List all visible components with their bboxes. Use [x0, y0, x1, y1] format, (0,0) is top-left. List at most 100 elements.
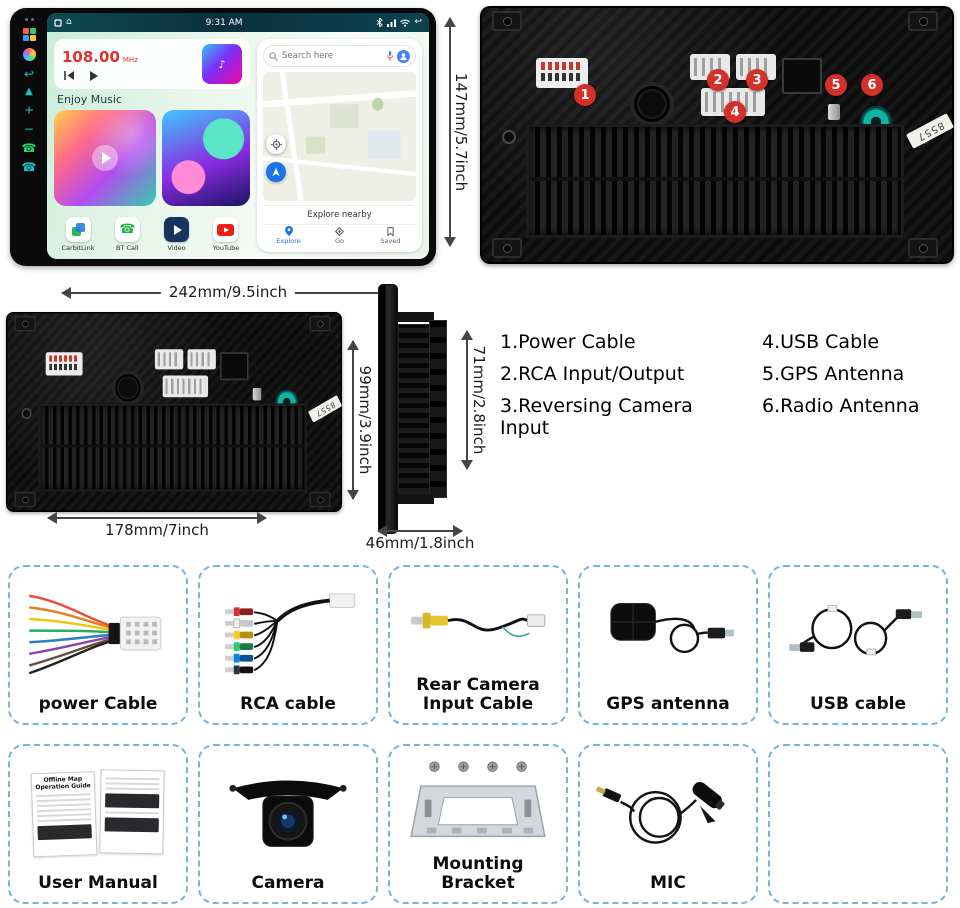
usb-connector [162, 375, 209, 398]
manual-screenshot [37, 824, 92, 841]
map-search-bar[interactable]: Search here [263, 45, 416, 67]
home-icon[interactable]: ⌂ [66, 17, 72, 27]
heatsink-fins [38, 403, 307, 492]
manual-title: Offline Map Operation Guide [35, 775, 91, 792]
head-unit-rear-view: 8557 1 2 3 4 5 6 [480, 6, 955, 264]
bt-call-icon: ☎ [114, 217, 140, 242]
legend-item-5: 5.GPS Antenna [762, 363, 905, 385]
locate-button[interactable] [266, 134, 286, 154]
manual-page [99, 769, 165, 855]
dim-label-front-width: 242mm/9.5inch [160, 283, 296, 301]
now-playing-label: Enjoy Music [57, 93, 123, 106]
map-graphic [263, 72, 416, 201]
bluetooth-icon [377, 18, 384, 27]
dim-line-side-depth [377, 525, 463, 537]
bt-phone-icon[interactable]: ☎ [21, 160, 37, 174]
play-button[interactable] [91, 145, 118, 171]
legend-item-4: 4.USB Cable [762, 331, 880, 353]
side-hook [398, 312, 434, 322]
status-left-icons: ⌂ [54, 18, 72, 27]
empty-slot [774, 752, 942, 894]
album-art-tile[interactable] [161, 110, 250, 206]
target-icon [270, 138, 282, 150]
accessory-card-mounting-bracket: Mounting Bracket [388, 744, 568, 904]
play-icon[interactable] [89, 70, 98, 81]
app-bt-call[interactable]: ☎ BT Call [104, 217, 150, 252]
phone-icon[interactable]: ☎ [21, 141, 37, 155]
mounting-tab [908, 238, 938, 258]
legend-item-1: 1.Power Cable [500, 331, 636, 353]
wifi-icon [400, 19, 411, 27]
callout-legend: 1.Power Cable 2.RCA Input/Output 3.Rever… [500, 331, 919, 439]
accessory-card-rear-camera-cable: Rear Camera Input Cable [388, 565, 568, 725]
rca-connector [154, 349, 184, 370]
gallery-icon[interactable] [22, 48, 36, 61]
tab-explore[interactable]: Explore [263, 225, 314, 246]
head-unit-side-view [374, 284, 458, 534]
callout-6: 6 [861, 74, 883, 96]
mounting-tab [908, 11, 938, 31]
account-avatar[interactable] [397, 49, 410, 63]
reset-holes [24, 18, 34, 21]
usb-cable-photo [774, 573, 942, 695]
round-knockout [112, 370, 144, 405]
clock: 9:31 AM [205, 17, 243, 28]
rca-cable-photo [204, 573, 372, 695]
volume-up-icon[interactable]: + [23, 103, 35, 117]
app-youtube[interactable]: YouTube [203, 217, 249, 252]
pin-icon [284, 226, 293, 236]
accessory-card-usb-cable: USB cable [768, 565, 948, 725]
accessory-card-mic: MIC [578, 744, 758, 904]
bezel-button-strip: ↩ ▲ + − ☎ ☎ [15, 13, 43, 259]
accessory-label: MIC [650, 873, 686, 894]
youtube-icon [213, 217, 239, 242]
camera-input-connector [187, 349, 216, 370]
screen-body: 108.00 MHz ♪ Enjoy Music [47, 32, 429, 259]
mounting-bracket-photo [394, 752, 562, 855]
dim-line-rear-height [347, 340, 359, 500]
mounting-tab [492, 238, 522, 258]
search-placeholder: Search here [282, 51, 334, 61]
dim-label-rear-width: 178mm/7inch [105, 521, 209, 539]
dim-line-rear-width [47, 512, 267, 524]
callout-1: 1 [574, 84, 596, 106]
apps-grid-icon[interactable] [22, 28, 36, 41]
recents-icon[interactable] [54, 18, 62, 27]
gps-antenna-photo [584, 573, 752, 695]
navigate-button[interactable] [266, 162, 286, 182]
map-tab-bar: Explore Go Saved [263, 224, 416, 246]
previous-track-icon[interactable] [64, 71, 75, 80]
carbitlink-icon [65, 217, 91, 242]
status-bar: ⌂ 9:31 AM ↩ [47, 13, 429, 32]
back-icon[interactable]: ↩ [23, 67, 35, 81]
mic-icon[interactable] [387, 51, 393, 61]
volume-down-icon[interactable]: − [23, 122, 35, 136]
app-video[interactable]: Video [154, 217, 200, 252]
app-carbitlink[interactable]: CarbitLink [55, 217, 101, 252]
manual-pages: Offline Map Operation Guide [30, 769, 166, 858]
side-chassis [398, 324, 430, 494]
mic-photo [584, 752, 752, 874]
media-tiles [54, 110, 250, 206]
user-manual-photo: Offline Map Operation Guide [14, 752, 182, 874]
tab-go[interactable]: Go [314, 225, 365, 246]
eject-icon[interactable]: ▲ [25, 86, 33, 97]
radio-widget[interactable]: 108.00 MHz ♪ [54, 39, 250, 89]
return-icon[interactable]: ↩ [414, 17, 422, 27]
side-hook [398, 494, 434, 504]
mounting-tab [309, 491, 331, 508]
expansion-port [782, 58, 822, 94]
maps-pane: Search here [257, 39, 422, 252]
music-play-tile[interactable] [54, 110, 156, 206]
legend-item-2: 2.RCA Input/Output [500, 363, 685, 385]
dim-label-side-height: 71mm/2.8inch [470, 341, 488, 459]
play-icon [101, 152, 111, 164]
map-canvas[interactable] [263, 72, 416, 201]
explore-nearby-card[interactable]: Explore nearby [263, 205, 416, 224]
rear-camera-cable-photo [394, 573, 562, 676]
power-connector [45, 352, 83, 376]
tab-saved[interactable]: Saved [365, 225, 416, 246]
accessory-card-camera: Camera [198, 744, 378, 904]
video-icon [164, 217, 190, 242]
manual-screenshot [105, 793, 160, 809]
